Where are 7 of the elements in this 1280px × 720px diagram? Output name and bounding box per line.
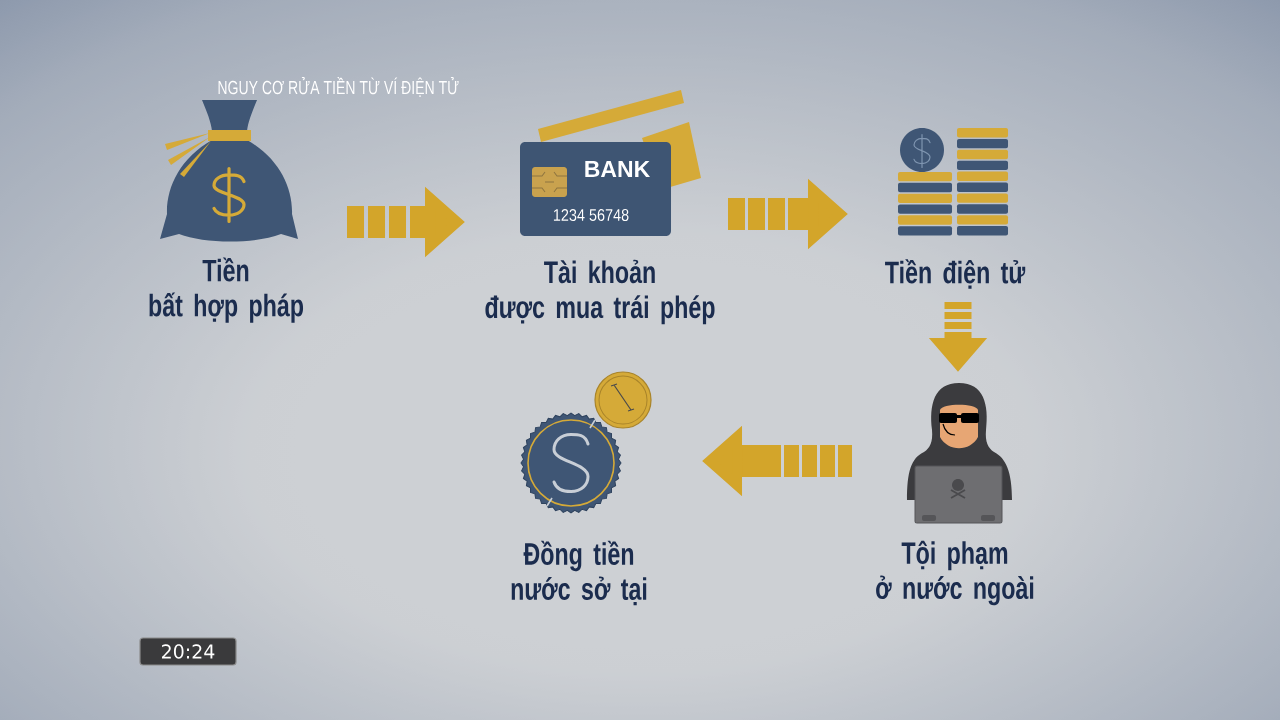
node-label: Đồng tiền nước sở tại	[511, 540, 647, 606]
node-label: Tiền bất hợp pháp	[149, 257, 304, 323]
clock-display: 20:24	[139, 637, 237, 666]
title: NGUY CƠ RỬA TIỀN TỪ VÍ ĐIỆN TỬ	[218, 77, 459, 97]
node-label: Tài khoản được mua trái phép	[485, 259, 715, 325]
node-label: Tiền điện tử	[885, 259, 1026, 289]
node-label: Tội phạm ở nước ngoài	[876, 540, 1034, 606]
